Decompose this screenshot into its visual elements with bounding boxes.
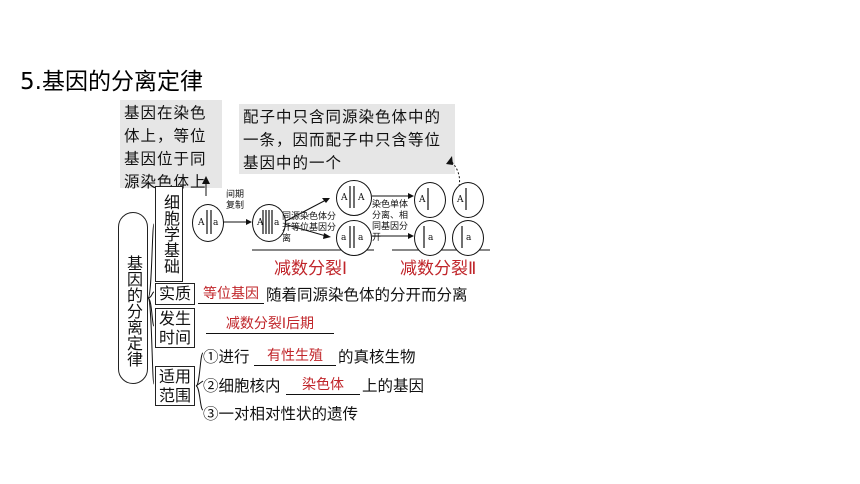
meiosis-1-label: 减数分裂Ⅰ [274,259,348,279]
essence-text: 随着同源染色体的分开而分离 [266,286,468,304]
scope-item3: ③一对相对性状的遗传 [203,405,359,423]
step-homologs-separate: 同源染色体分开等位基因分离 [282,212,337,244]
note-gene-on-chromosome: 基因在染色体上，等位基因位于同源染色体上 [120,100,222,191]
scope-item1-suffix: 的真核生物 [338,348,416,366]
gamete-a-2 [452,220,484,256]
scope-item1-prefix: ①进行 [203,348,250,366]
root-label: 基因的分离定律 [118,212,148,384]
branch-essence-label: 实质 [155,283,195,305]
allele-a-label: a [466,233,472,243]
branch-cell-basis-label: 细胞学基础 [155,186,183,282]
scope-item2-answer: 染色体 [286,374,360,395]
allele-a-label: a [358,233,364,243]
allele-a-label: a [213,218,219,228]
allele-a-label: a [428,233,434,243]
allele-A-label: A [457,195,464,205]
gamete-A-1 [414,182,446,218]
allele-A-label: A [419,195,426,205]
step-interphase-replication: 间期复制 [226,190,245,211]
scope-item2-prefix: ②细胞核内 [203,377,281,395]
gamete-A-2 [452,182,484,218]
allele-A-label: A [358,193,365,203]
allele-A-label: A [198,218,205,228]
allele-A-label: A [341,193,348,203]
allele-a-label: a [274,218,280,228]
scope-item2-suffix: 上的基因 [362,377,425,395]
page-title: 5.基因的分离定律 [20,69,203,95]
dotted-arrow-icon [449,159,461,191]
branch-scope-label: 适用范围 [155,366,195,406]
allele-a-label: a [341,233,347,243]
step-chromatids-separate: 染色单体分离、相同基因分开 [372,200,409,243]
gamete-a-1 [414,220,446,256]
arrow-up-icon [202,176,210,184]
time-answer: 减数分裂Ⅰ后期 [206,313,334,334]
allele-A-label: A [257,218,264,228]
branch-time-label: 发生时间 [155,308,195,348]
note-gamete-content: 配子中只含同源染色体中的一条，因而配子中只含等位基因中的一个 [239,104,455,174]
scope-item1-answer: 有性生殖 [254,345,336,366]
meiosis-2-label: 减数分裂Ⅱ [400,259,477,279]
parent-cell [192,204,224,242]
essence-answer: 等位基因 [198,283,264,304]
